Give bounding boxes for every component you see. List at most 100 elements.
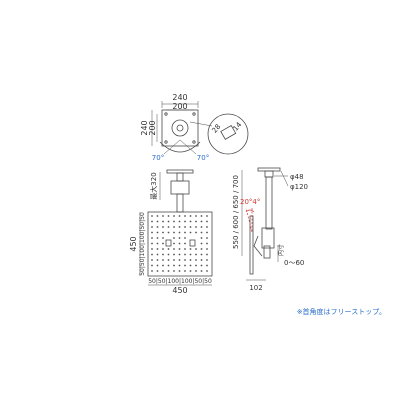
panel-hole — [173, 264, 175, 267]
panel-hole — [189, 231, 192, 234]
panel-hole — [189, 253, 192, 256]
panel-hole — [173, 237, 175, 239]
vesa-panel — [147, 211, 213, 277]
panel-hole — [156, 226, 159, 228]
panel-hole — [200, 270, 203, 272]
panel-hole — [156, 259, 159, 261]
panel-hole — [151, 242, 153, 245]
tilt-indicator — [245, 207, 255, 233]
pole-collar — [170, 180, 190, 195]
panel-hole — [178, 264, 181, 267]
panel-hole — [173, 215, 175, 217]
panel-hole — [200, 237, 203, 239]
panel-hole — [173, 270, 175, 272]
angle-left-label: 70° — [152, 154, 164, 162]
panel-hole — [151, 215, 153, 217]
panel-hole — [156, 253, 159, 256]
panel-hole — [184, 259, 186, 261]
panel-hole — [184, 215, 186, 217]
panel-hole — [156, 231, 159, 234]
panel-hole — [189, 264, 192, 267]
panel-hole — [151, 248, 153, 250]
plate-width-inner: 200 — [172, 102, 187, 111]
panel-hole — [156, 270, 159, 272]
panel-hole — [184, 226, 186, 228]
panel-hole — [184, 248, 186, 250]
panel-hole — [189, 270, 192, 272]
panel-hole — [184, 237, 186, 239]
panel-hole — [178, 259, 181, 261]
panel-hole — [167, 270, 170, 272]
panel-hole — [178, 248, 181, 250]
panel-hole — [162, 259, 164, 261]
panel-hole — [206, 264, 208, 267]
panel-hole — [200, 264, 203, 267]
panel-hole — [200, 253, 203, 256]
tilt-angle-label: 20°4° — [240, 198, 260, 206]
panel-hole — [151, 231, 153, 234]
plate-height-outer: 240 — [140, 120, 149, 135]
panel-hole — [162, 237, 164, 239]
panel-hole — [173, 231, 175, 234]
panel-hole — [206, 226, 208, 228]
panel-outline — [147, 211, 213, 277]
swing-arc — [159, 141, 201, 153]
panel-hole — [162, 215, 164, 217]
panel-hole — [178, 242, 181, 245]
panel-hole — [189, 259, 192, 261]
panel-hole — [162, 248, 164, 250]
panel-hole — [156, 264, 159, 267]
panel-hole — [173, 242, 175, 245]
panel-hole — [178, 270, 181, 272]
panel-hole — [167, 215, 170, 217]
panel-hole — [206, 270, 208, 272]
pipe-diameter-label: φ48 — [290, 173, 304, 181]
plate-outer — [161, 109, 199, 147]
panel-hole — [206, 215, 208, 217]
panel-hole — [156, 220, 159, 223]
panel-hole — [184, 220, 186, 223]
panel-hole — [189, 220, 192, 223]
panel-hole — [162, 270, 164, 272]
height-options-label: 550 / 600 / 650 / 700 — [232, 175, 240, 249]
panel-hole — [156, 248, 159, 250]
panel-hole — [206, 253, 208, 256]
side-clamp — [263, 245, 271, 259]
panel-hole — [162, 253, 164, 256]
panel-slot-right — [189, 239, 196, 247]
panel-hole — [189, 248, 192, 250]
panel-hole — [184, 231, 186, 234]
panel-hole — [195, 220, 197, 223]
pole-max-label: 最大320 — [149, 172, 158, 199]
plate-hole — [192, 140, 196, 144]
panel-hole — [178, 220, 181, 223]
panel-width-label: 450 — [172, 286, 187, 295]
pole-upper — [176, 172, 184, 182]
panel-hole — [178, 253, 181, 256]
panel-hole — [156, 215, 159, 217]
panel-slot-left — [165, 239, 172, 247]
panel-hole — [200, 226, 203, 228]
inset-range-label: 0〜60 — [284, 259, 304, 267]
panel-hole — [200, 248, 203, 250]
front-pole-view — [159, 169, 194, 213]
panel-hole — [206, 231, 208, 234]
panel-hole — [189, 226, 192, 228]
side-ceiling-plate — [257, 167, 281, 172]
panel-hole — [167, 259, 170, 261]
panel-hole — [167, 226, 170, 228]
panel-hole — [206, 237, 208, 239]
base-diameter-label: φ120 — [290, 183, 308, 191]
panel-hole — [195, 215, 197, 217]
panel-hole — [184, 253, 186, 256]
tilt-bracket — [261, 227, 275, 249]
panel-hole — [195, 253, 197, 256]
panel-hole — [156, 237, 159, 239]
panel-hole — [200, 231, 203, 234]
panel-hole — [167, 264, 170, 267]
top-plate-view — [151, 101, 201, 155]
panel-hole — [178, 226, 181, 228]
panel-hole — [173, 248, 175, 250]
